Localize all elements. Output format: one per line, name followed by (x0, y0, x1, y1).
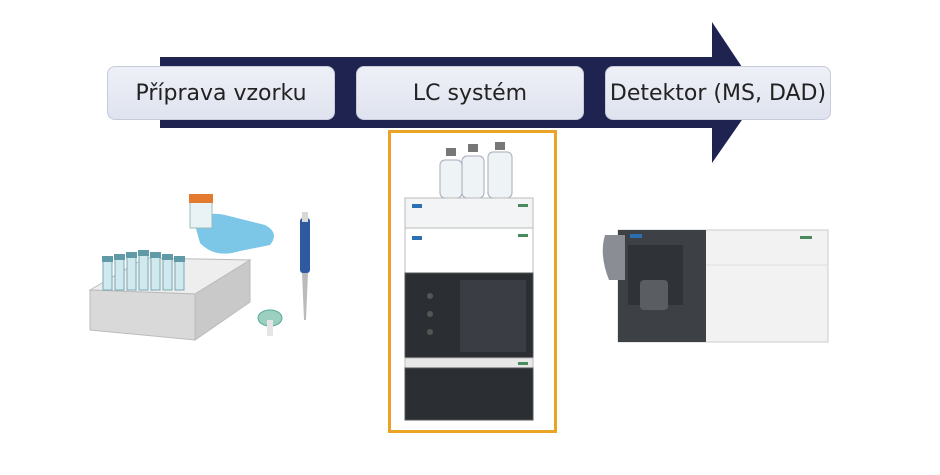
step-sample-preparation: Příprava vzorku (107, 66, 335, 120)
lc-instrument-stack (404, 142, 534, 421)
step-lc-system: LC systém (356, 66, 584, 120)
sample-preparation-illustration (88, 194, 310, 341)
step-detector: Detektor (MS, DAD) (605, 66, 831, 120)
step-label: LC systém (412, 80, 528, 106)
lc-system-highlight-frame (388, 130, 557, 433)
step-label: Detektor (MS, DAD) (609, 80, 827, 106)
ms-detector-instrument (602, 229, 829, 343)
step-label: Příprava vzorku (135, 80, 307, 106)
